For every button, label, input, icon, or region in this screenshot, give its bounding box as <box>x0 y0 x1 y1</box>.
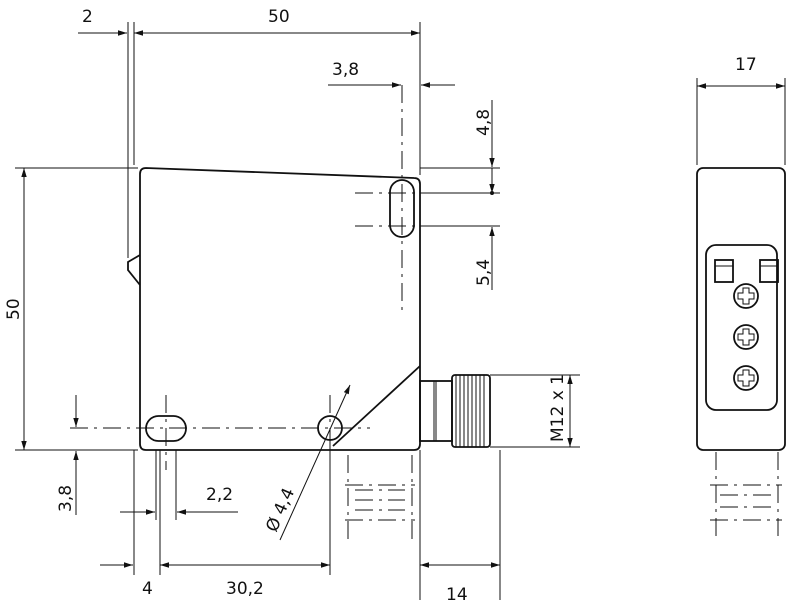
dim-thread: M12 x 1 <box>548 374 568 442</box>
led-window-right <box>759 259 779 283</box>
potentiometer-3 <box>733 365 759 391</box>
front-view <box>70 85 491 540</box>
dim-side-17: 17 <box>735 55 757 75</box>
dim-bottom-3-8: 3,8 <box>56 485 76 512</box>
dim-right-5-4: 5,4 <box>474 259 494 286</box>
led-window-left <box>714 259 734 283</box>
m12-connector <box>419 374 491 448</box>
dim-bottom-30-2: 30,2 <box>226 579 264 599</box>
housing-chamfer <box>332 365 421 447</box>
housing-outline <box>139 167 421 451</box>
side-view <box>696 78 786 540</box>
potentiometer-1 <box>733 283 759 309</box>
dim-right-4-8: 4,8 <box>474 109 494 136</box>
dim-bottom-4: 4 <box>142 579 153 599</box>
housing-left-step <box>127 254 141 286</box>
dim-top-3-8: 3,8 <box>332 60 359 80</box>
dim-left-50: 50 <box>4 298 24 320</box>
side-housing <box>696 167 786 451</box>
connector-below-dashed <box>345 455 415 540</box>
side-connector-dashed <box>710 452 782 540</box>
potentiometer-2 <box>733 324 759 350</box>
dim-bottom-2-2: 2,2 <box>206 485 233 505</box>
dim-top-2: 2 <box>82 7 93 27</box>
dim-top-50: 50 <box>268 7 290 27</box>
control-panel <box>705 244 778 411</box>
front-dimensions <box>15 22 580 600</box>
dim-bottom-14: 14 <box>446 585 468 605</box>
slot-hole-vertical <box>389 179 415 238</box>
